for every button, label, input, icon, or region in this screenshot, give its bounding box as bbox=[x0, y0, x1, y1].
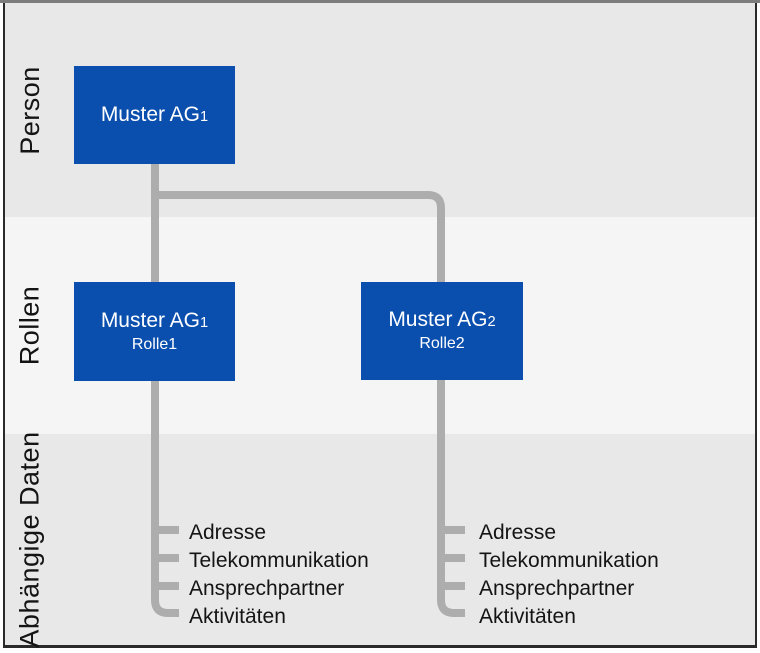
band-label-person: Person bbox=[14, 65, 45, 155]
node-role-label: Rolle1 bbox=[131, 335, 178, 353]
list-item-telekommunikation: Telekommunikation bbox=[479, 549, 659, 572]
list-item-aktivitaeten: Aktivitäten bbox=[189, 605, 286, 628]
frame-border-bottom bbox=[3, 645, 757, 648]
band-label-wrap-abhaengige-daten: Abhängige Daten bbox=[6, 431, 54, 648]
node-title-subscript: 1 bbox=[200, 314, 209, 331]
node-title: Muster AG1 bbox=[100, 308, 209, 332]
connector-trunk-left bbox=[151, 164, 179, 617]
node-person-muster-ag1: Muster AG1 bbox=[74, 66, 235, 164]
connector-branch-right bbox=[155, 191, 465, 617]
node-title-subscript: 1 bbox=[200, 108, 209, 125]
band-label-wrap-rollen: Rollen bbox=[6, 217, 54, 434]
node-rolle1-muster-ag1: Muster AG1 Rolle1 bbox=[74, 282, 235, 381]
node-role-label: Rolle2 bbox=[419, 335, 465, 353]
dependent-data-list-right: Adresse Telekommunikation Ansprechpartne… bbox=[479, 519, 659, 631]
node-title: Muster AG1 bbox=[100, 102, 209, 126]
connector-stubs-left bbox=[155, 526, 179, 590]
dependent-data-list-left: Adresse Telekommunikation Ansprechpartne… bbox=[189, 519, 369, 631]
frame-border-right bbox=[755, 3, 757, 648]
list-item-telekommunikation: Telekommunikation bbox=[189, 549, 369, 572]
frame-border-left bbox=[3, 3, 5, 648]
node-title-subscript: 2 bbox=[487, 314, 496, 331]
list-item-adresse: Adresse bbox=[479, 521, 557, 544]
band-label-wrap-person: Person bbox=[6, 3, 54, 217]
list-item-adresse: Adresse bbox=[189, 521, 267, 544]
node-title: Muster AG2 bbox=[388, 308, 496, 332]
list-item-aktivitaeten: Aktivitäten bbox=[479, 605, 576, 628]
band-label-rollen: Rollen bbox=[14, 285, 45, 366]
band-abhaengige-daten bbox=[5, 434, 755, 645]
list-item-ansprechpartner: Ansprechpartner bbox=[479, 577, 635, 600]
list-item-ansprechpartner: Ansprechpartner bbox=[189, 577, 345, 600]
node-rolle2-muster-ag2: Muster AG2 Rolle2 bbox=[361, 282, 523, 380]
connector-stubs-right bbox=[441, 526, 465, 590]
band-label-abhaengige-daten: Abhängige Daten bbox=[14, 431, 45, 648]
frame-border-top bbox=[0, 0, 760, 3]
